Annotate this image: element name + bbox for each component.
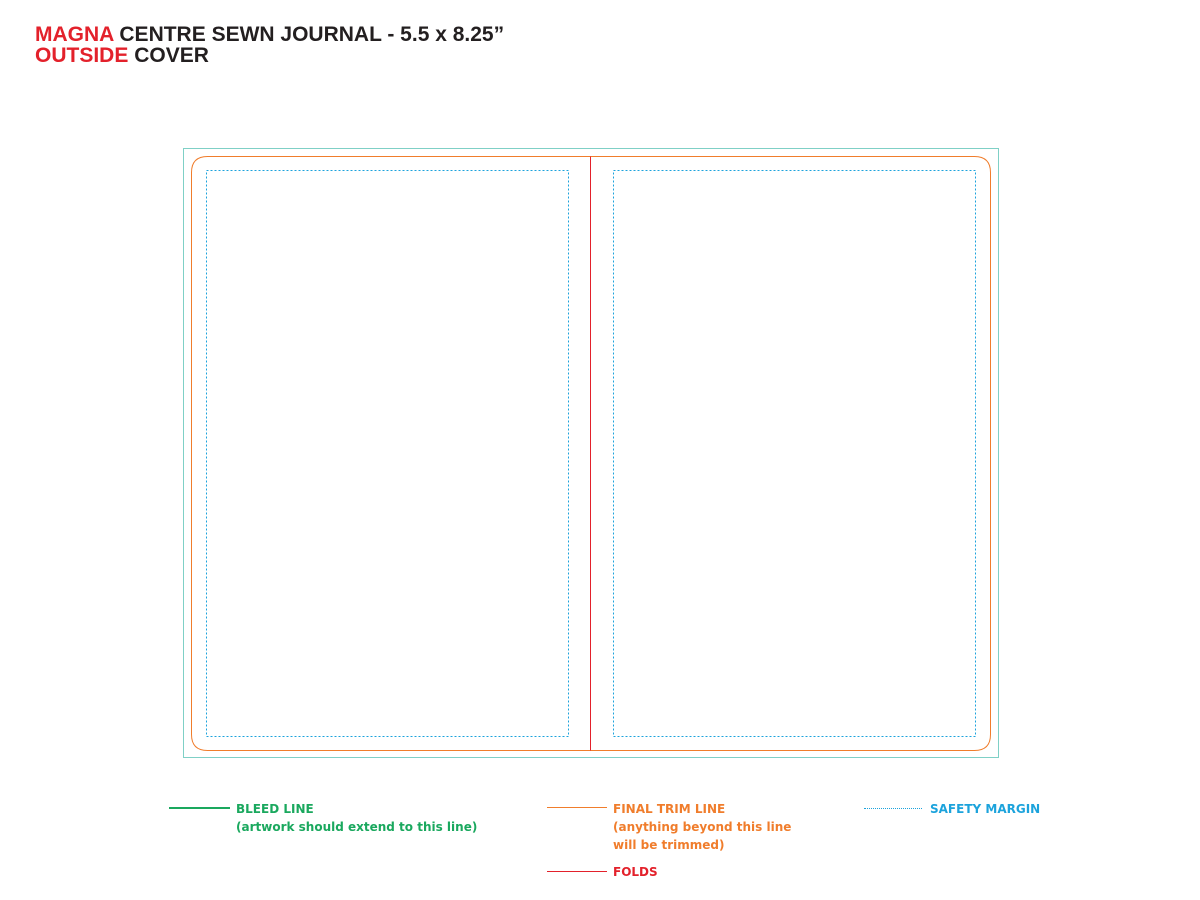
legend-folds-swatch: [547, 871, 607, 872]
title-brand: MAGNA: [35, 23, 114, 46]
legend-trim-swatch: [547, 807, 607, 808]
legend-folds-text: FOLDS: [613, 863, 658, 881]
bleed-line-frame: [183, 148, 999, 758]
legend-safety-title: SAFETY MARGIN: [930, 802, 1041, 816]
title-line-2: OUTSIDE COVER: [35, 45, 504, 66]
legend-trim-title: FINAL TRIM LINE: [613, 802, 726, 816]
legend-trim-note-1: (anything beyond this line: [613, 820, 792, 834]
legend-bleed-swatch: [169, 807, 230, 809]
legend-bleed-title: BLEED LINE: [236, 802, 314, 816]
legend-safety-swatch: [864, 808, 922, 809]
legend-folds-title: FOLDS: [613, 865, 658, 879]
title-part: COVER: [134, 44, 209, 67]
safety-margin-right: [613, 170, 976, 737]
legend-bleed-note: (artwork should extend to this line): [236, 820, 478, 834]
title-side: OUTSIDE: [35, 44, 129, 67]
legend-trim-note-2: will be trimmed): [613, 838, 725, 852]
title-line-1: MAGNA CENTRE SEWN JOURNAL - 5.5 x 8.25”: [35, 24, 504, 45]
legend-trim-text: FINAL TRIM LINE (anything beyond this li…: [613, 800, 791, 854]
safety-margin-left: [206, 170, 569, 737]
final-trim-line: [191, 156, 991, 751]
legend-bleed-text: BLEED LINE (artwork should extend to thi…: [236, 800, 477, 836]
title-block: MAGNA CENTRE SEWN JOURNAL - 5.5 x 8.25” …: [35, 24, 504, 66]
legend-safety-text: SAFETY MARGIN: [930, 800, 1040, 818]
title-product: CENTRE SEWN JOURNAL - 5.5 x 8.25”: [119, 23, 505, 46]
